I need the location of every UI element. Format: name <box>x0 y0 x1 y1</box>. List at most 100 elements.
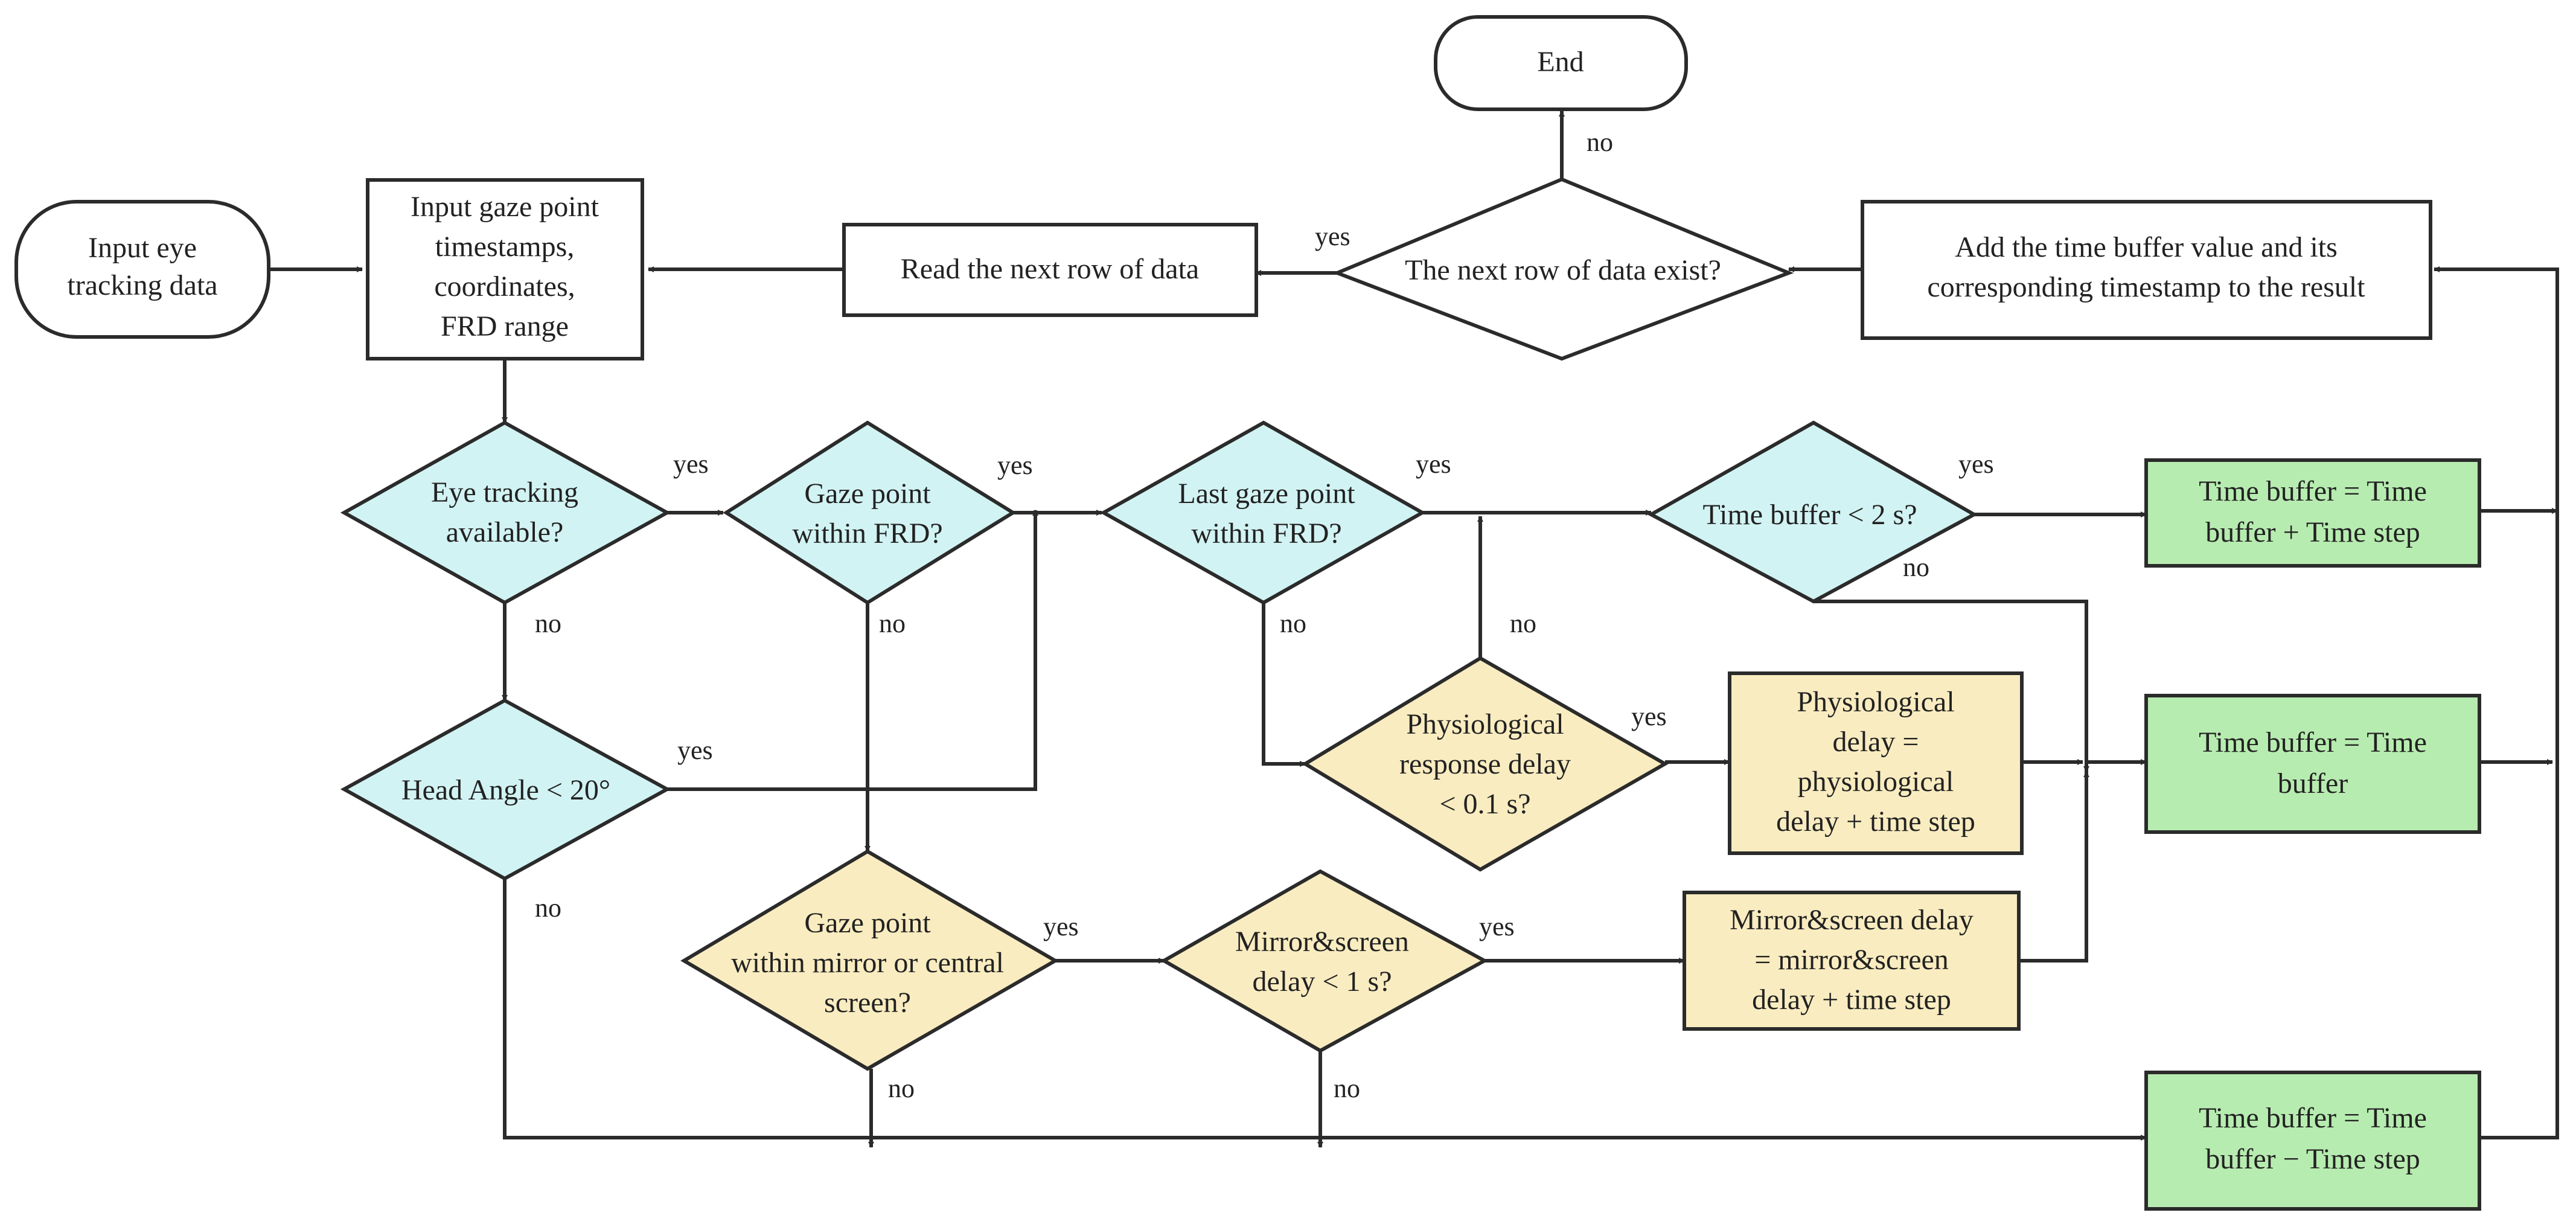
mirror-delay-box <box>1683 891 2021 1031</box>
edge-last-to-physio <box>1262 603 1306 767</box>
edge-label-gaze-no: no <box>879 609 906 638</box>
mirror-diamond <box>1160 869 1489 1053</box>
head-angle-diamond <box>340 698 671 881</box>
gaze-mirror-line-2: within mirror or central <box>731 947 1004 979</box>
edge-mirror-delay-to-collector <box>2019 771 2089 963</box>
buffer-lt2-line-1: Time buffer < 2 s? <box>1702 499 1917 531</box>
edge-label-gaze-yes: yes <box>997 450 1033 480</box>
buffer-lt2-diamond <box>1647 420 1978 604</box>
mirror-delay-line-3: delay + time step <box>1752 984 1951 1016</box>
edge-label-last-no: no <box>1280 609 1306 638</box>
buffer-same-line-2: buffer <box>2278 767 2348 799</box>
input-gaze-line-2: timestamps, <box>435 231 575 263</box>
buffer-same-box <box>2144 694 2481 834</box>
mirror-q-line-1: Mirror&screen <box>1235 926 1409 958</box>
edge-label-head-yes: yes <box>677 735 713 765</box>
gaze-frd-line-2: within FRD? <box>792 517 942 549</box>
edge-label-last-yes: yes <box>1416 449 1451 479</box>
end-terminal <box>1434 15 1688 111</box>
buffer-same-label: Time buffer = Time buffer <box>2199 726 2427 799</box>
edge-label-next-no: no <box>1587 127 1613 157</box>
gaze-frd-label: Gaze point within FRD? <box>792 478 942 549</box>
edge-head-to-join <box>667 510 1038 791</box>
start-label: Input eye tracking data <box>67 232 217 301</box>
edge-label-buffer-no: no <box>1903 553 1929 582</box>
add-buffer-label: Add the time buffer value and its corresp… <box>1927 231 2365 303</box>
read-next-label: Read the next row of data <box>901 253 1199 285</box>
mirror-delay-line-2: = mirror&screen <box>1754 944 1949 976</box>
physio-delay-line-4: delay + time step <box>1776 806 1975 838</box>
edge-label-mirror-no: no <box>1334 1074 1360 1103</box>
edge-label-head-no: no <box>535 893 561 923</box>
physio-q-line-2: response delay <box>1399 748 1571 780</box>
end-label: End <box>1537 46 1584 78</box>
start-terminal <box>14 200 270 339</box>
edge-label-next-yes: yes <box>1315 222 1350 251</box>
eye-tracking-line-1: Eye tracking <box>431 476 578 508</box>
physio-label: Physiological response delay < 0.1 s? <box>1399 708 1571 820</box>
read-next-box <box>842 223 1258 317</box>
physio-q-line-1: Physiological <box>1406 708 1564 740</box>
start-line-1: Input eye <box>88 232 197 264</box>
mirror-delay-line-1: Mirror&screen delay <box>1730 904 1974 936</box>
buffer-plus-box <box>2144 458 2481 568</box>
last-gaze-line-2: within FRD? <box>1191 517 1341 549</box>
edge-label-buffer-yes: yes <box>1958 449 1994 479</box>
eye-tracking-diamond <box>340 420 671 605</box>
next-exist-line-1: The next row of data exist? <box>1405 254 1721 286</box>
head-angle-line-1: Head Angle < 20° <box>401 774 610 806</box>
physio-q-line-3: < 0.1 s? <box>1439 788 1530 820</box>
edge-loop-to-add <box>2434 266 2559 1139</box>
head-angle-label: Head Angle < 20° <box>401 774 610 806</box>
last-gaze-diamond <box>1099 420 1427 605</box>
next-exist-label: The next row of data exist? <box>1405 254 1721 286</box>
edge-label-mirror-gaze-no: no <box>888 1074 915 1103</box>
physio-delay-line-3: physiological <box>1798 766 1954 798</box>
input-gaze-label: Input gaze point timestamps, coordinates, F… <box>411 191 599 342</box>
input-gaze-line-3: coordinates, <box>434 271 575 303</box>
start-line-2: tracking data <box>67 269 217 301</box>
buffer-minus-box <box>2144 1071 2481 1211</box>
buffer-lt2-label: Time buffer < 2 s? <box>1702 499 1917 531</box>
buffer-minus-line-2: buffer − Time step <box>2205 1143 2420 1175</box>
eye-tracking-label: Eye tracking available? <box>431 476 578 548</box>
edge-label-mirror-gaze-yes: yes <box>1043 912 1079 941</box>
physio-diamond <box>1302 656 1669 872</box>
edge-label-eye-yes: yes <box>673 449 709 479</box>
physio-delay-line-1: Physiological <box>1797 686 1954 718</box>
mirror-delay-label: Mirror&screen delay = mirror&screen delay … <box>1730 904 1974 1016</box>
node-labels: Input eye tracking data End Input gaze po… <box>67 46 2427 1175</box>
last-gaze-line-1: Last gaze point <box>1178 478 1355 510</box>
edge-buffer-no-to-collector <box>1814 600 2089 772</box>
end-line-1: End <box>1537 46 1584 78</box>
gaze-mirror-diamond <box>680 849 1059 1071</box>
read-next-line-1: Read the next row of data <box>901 253 1199 285</box>
input-gaze-line-1: Input gaze point <box>411 191 599 223</box>
gaze-mirror-line-3: screen? <box>824 987 911 1019</box>
add-buffer-box <box>1861 200 2432 340</box>
nodes <box>14 15 2481 1211</box>
physio-delay-label: Physiological delay = physiological delay +… <box>1776 686 1975 838</box>
add-buffer-line-1: Add the time buffer value and its <box>1955 231 2338 263</box>
buffer-same-line-1: Time buffer = Time <box>2199 726 2427 758</box>
last-gaze-label: Last gaze point within FRD? <box>1178 478 1355 549</box>
edges <box>269 111 2559 1148</box>
next-exist-diamond <box>1332 177 1794 361</box>
gaze-frd-line-1: Gaze point <box>804 478 931 510</box>
input-gaze-line-4: FRD range <box>441 310 569 342</box>
input-gaze-box <box>366 178 644 360</box>
eye-tracking-line-2: available? <box>446 516 564 548</box>
edge-label-physio-yes: yes <box>1631 702 1667 731</box>
physio-delay-line-2: delay = <box>1832 726 1919 758</box>
edge-label-physio-no: no <box>1510 609 1536 638</box>
gaze-mirror-line-1: Gaze point <box>804 907 931 939</box>
physio-delay-box <box>1728 671 2024 855</box>
add-buffer-line-2: corresponding timestamp to the result <box>1927 271 2365 303</box>
edge-label-mirror-yes: yes <box>1479 912 1515 941</box>
edge-labels: no yes yes no yes no yes no yes no yes n… <box>535 127 1994 1103</box>
gaze-mirror-label: Gaze point within mirror or central screen… <box>731 907 1004 1019</box>
